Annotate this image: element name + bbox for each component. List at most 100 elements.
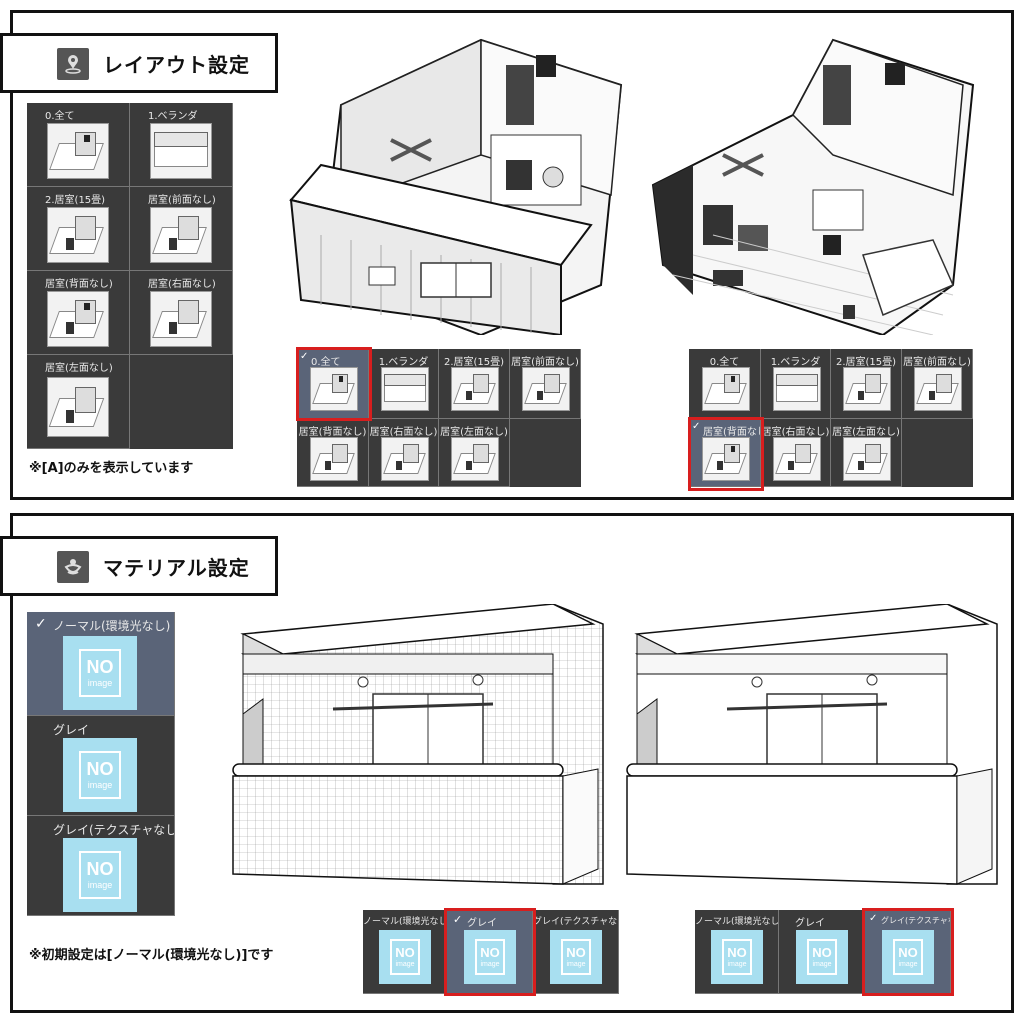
layout-item-room-no-front[interactable]: 居室(前面なし)	[130, 187, 233, 271]
layout-render-no-back	[651, 38, 975, 335]
material-item-label: グレイ(テクスチャなし)	[881, 916, 950, 925]
layout-item-all[interactable]: 0.全て ✓	[297, 349, 369, 419]
material-render-gray-no-texture	[626, 604, 998, 885]
layout-thumbnail	[914, 367, 962, 411]
layout-thumbnail	[843, 437, 891, 481]
layout-thumbnail	[150, 123, 212, 179]
layout-item-room-no-front[interactable]: 居室(前面なし)	[510, 349, 581, 419]
layout-item-label: 居室(右面なし)	[369, 427, 438, 438]
layout-item-label: 1.ベランダ	[770, 357, 821, 368]
layout-thumbnail	[310, 367, 358, 411]
layout-item-room-no-back[interactable]: 居室(背面なし)	[27, 271, 130, 355]
layout-item-room-no-right[interactable]: 居室(右面なし)	[130, 271, 233, 355]
checkmark-icon: ✓	[453, 913, 463, 926]
layout-item-room-no-front[interactable]: 居室(前面なし)	[902, 349, 973, 419]
layout-item-label: 居室(前面なし)	[148, 195, 216, 206]
layout-settings-icon	[57, 48, 89, 80]
layout-item-label: 2.居室(15畳)	[443, 357, 505, 368]
material-settings-icon	[57, 551, 89, 583]
layout-section-title: レイアウト設定	[103, 52, 250, 77]
layout-item-label: 居室(右面なし)	[148, 279, 216, 290]
layout-thumbnail	[843, 367, 891, 411]
layout-note: ※[A]のみを表示しています	[29, 461, 194, 476]
material-item-label: ノーマル(環境光なし)	[363, 917, 447, 927]
layout-item-label: 0.全て	[45, 111, 75, 122]
checkmark-icon: ✓	[35, 616, 47, 632]
layout-item-label: 居室(前面なし)	[511, 357, 579, 368]
layout-item-label: 居室(左面なし)	[45, 363, 113, 374]
layout-settings-panel: レイアウト設定 0.全て 1.ベランダ 2.居室(15畳) 居室(前面なし) 居…	[0, 10, 1014, 500]
layout-item-label: 2.居室(15畳)	[835, 357, 897, 368]
checkmark-icon: ✓	[869, 913, 878, 924]
layout-thumbnail	[47, 123, 109, 179]
layout-item-room-no-back[interactable]: ✓ 居室(背面なし)	[689, 419, 761, 487]
layout-item-veranda[interactable]: 1.ベランダ	[130, 103, 233, 187]
layout-item-label: 2.居室(15畳)	[45, 195, 106, 206]
layout-item-label: 居室(背面なし)	[298, 427, 367, 438]
layout-item-veranda[interactable]: 1.ベランダ	[369, 349, 439, 419]
material-item-label: グレイ(テクスチャなし)	[533, 917, 618, 927]
material-item-label: ノーマル(環境光なし)	[695, 917, 779, 927]
layout-item-label: 1.ベランダ	[148, 111, 198, 122]
layout-item-label: 居室(左面なし)	[832, 427, 900, 438]
layout-item-room-no-left[interactable]: 居室(左面なし)	[831, 419, 902, 487]
material-item-label: ノーマル(環境光なし)	[53, 619, 171, 633]
checkmark-icon: ✓	[692, 421, 701, 432]
layout-render-all	[289, 38, 623, 335]
material-note: ※初期設定は[ノーマル(環境光なし)]です	[29, 948, 274, 963]
layout-thumbnail	[47, 207, 109, 263]
layout-thumbnail	[773, 367, 821, 411]
material-item-label: グレイ	[53, 723, 90, 737]
layout-item-room15[interactable]: 2.居室(15畳)	[831, 349, 902, 419]
material-item-label: グレイ	[795, 918, 825, 929]
layout-thumbnail	[451, 437, 499, 481]
layout-item-all[interactable]: 0.全て	[27, 103, 130, 187]
layout-thumbnail	[381, 367, 429, 411]
layout-item-label: 0.全て	[311, 357, 341, 368]
layout-list-panel: 0.全て 1.ベランダ 2.居室(15畳) 居室(前面なし) 居室(背面なし) …	[27, 103, 233, 449]
layout-item-room-no-right[interactable]: 居室(右面なし)	[369, 419, 439, 487]
layout-thumbnail	[310, 437, 358, 481]
layout-thumbnail	[47, 291, 109, 347]
layout-item-label: 居室(左面なし)	[440, 427, 508, 438]
layout-item-room-no-right[interactable]: 居室(右面なし)	[761, 419, 831, 487]
layout-section-header: レイアウト設定	[0, 33, 278, 93]
layout-thumbnail	[150, 207, 212, 263]
layout-item-room15[interactable]: 2.居室(15畳)	[27, 187, 130, 271]
layout-item-room-no-left[interactable]: 居室(左面なし)	[439, 419, 510, 487]
layout-example-a-panel: 0.全て ✓ 1.ベランダ 2.居室(15畳) 居室(前面なし) 居室(背面なし…	[297, 349, 581, 487]
layout-item-label: 1.ベランダ	[378, 357, 429, 368]
material-item-label: グレイ	[467, 918, 497, 929]
layout-item-room-no-left[interactable]: 居室(左面なし)	[27, 355, 130, 449]
layout-item-label: 居室(背面なし)	[703, 427, 760, 438]
layout-item-label: 居室(前面なし)	[903, 357, 971, 368]
layout-thumbnail	[522, 367, 570, 411]
layout-item-all[interactable]: 0.全て	[689, 349, 761, 419]
layout-item-room15[interactable]: 2.居室(15畳)	[439, 349, 510, 419]
layout-item-label: 0.全て	[709, 357, 740, 368]
material-section-header: マテリアル設定	[0, 536, 278, 596]
layout-item-veranda[interactable]: 1.ベランダ	[761, 349, 831, 419]
material-item-label: グレイ(テクスチャなし)	[53, 823, 175, 837]
layout-item-room-no-back[interactable]: 居室(背面なし)	[297, 419, 369, 487]
material-render-gray	[232, 604, 604, 885]
